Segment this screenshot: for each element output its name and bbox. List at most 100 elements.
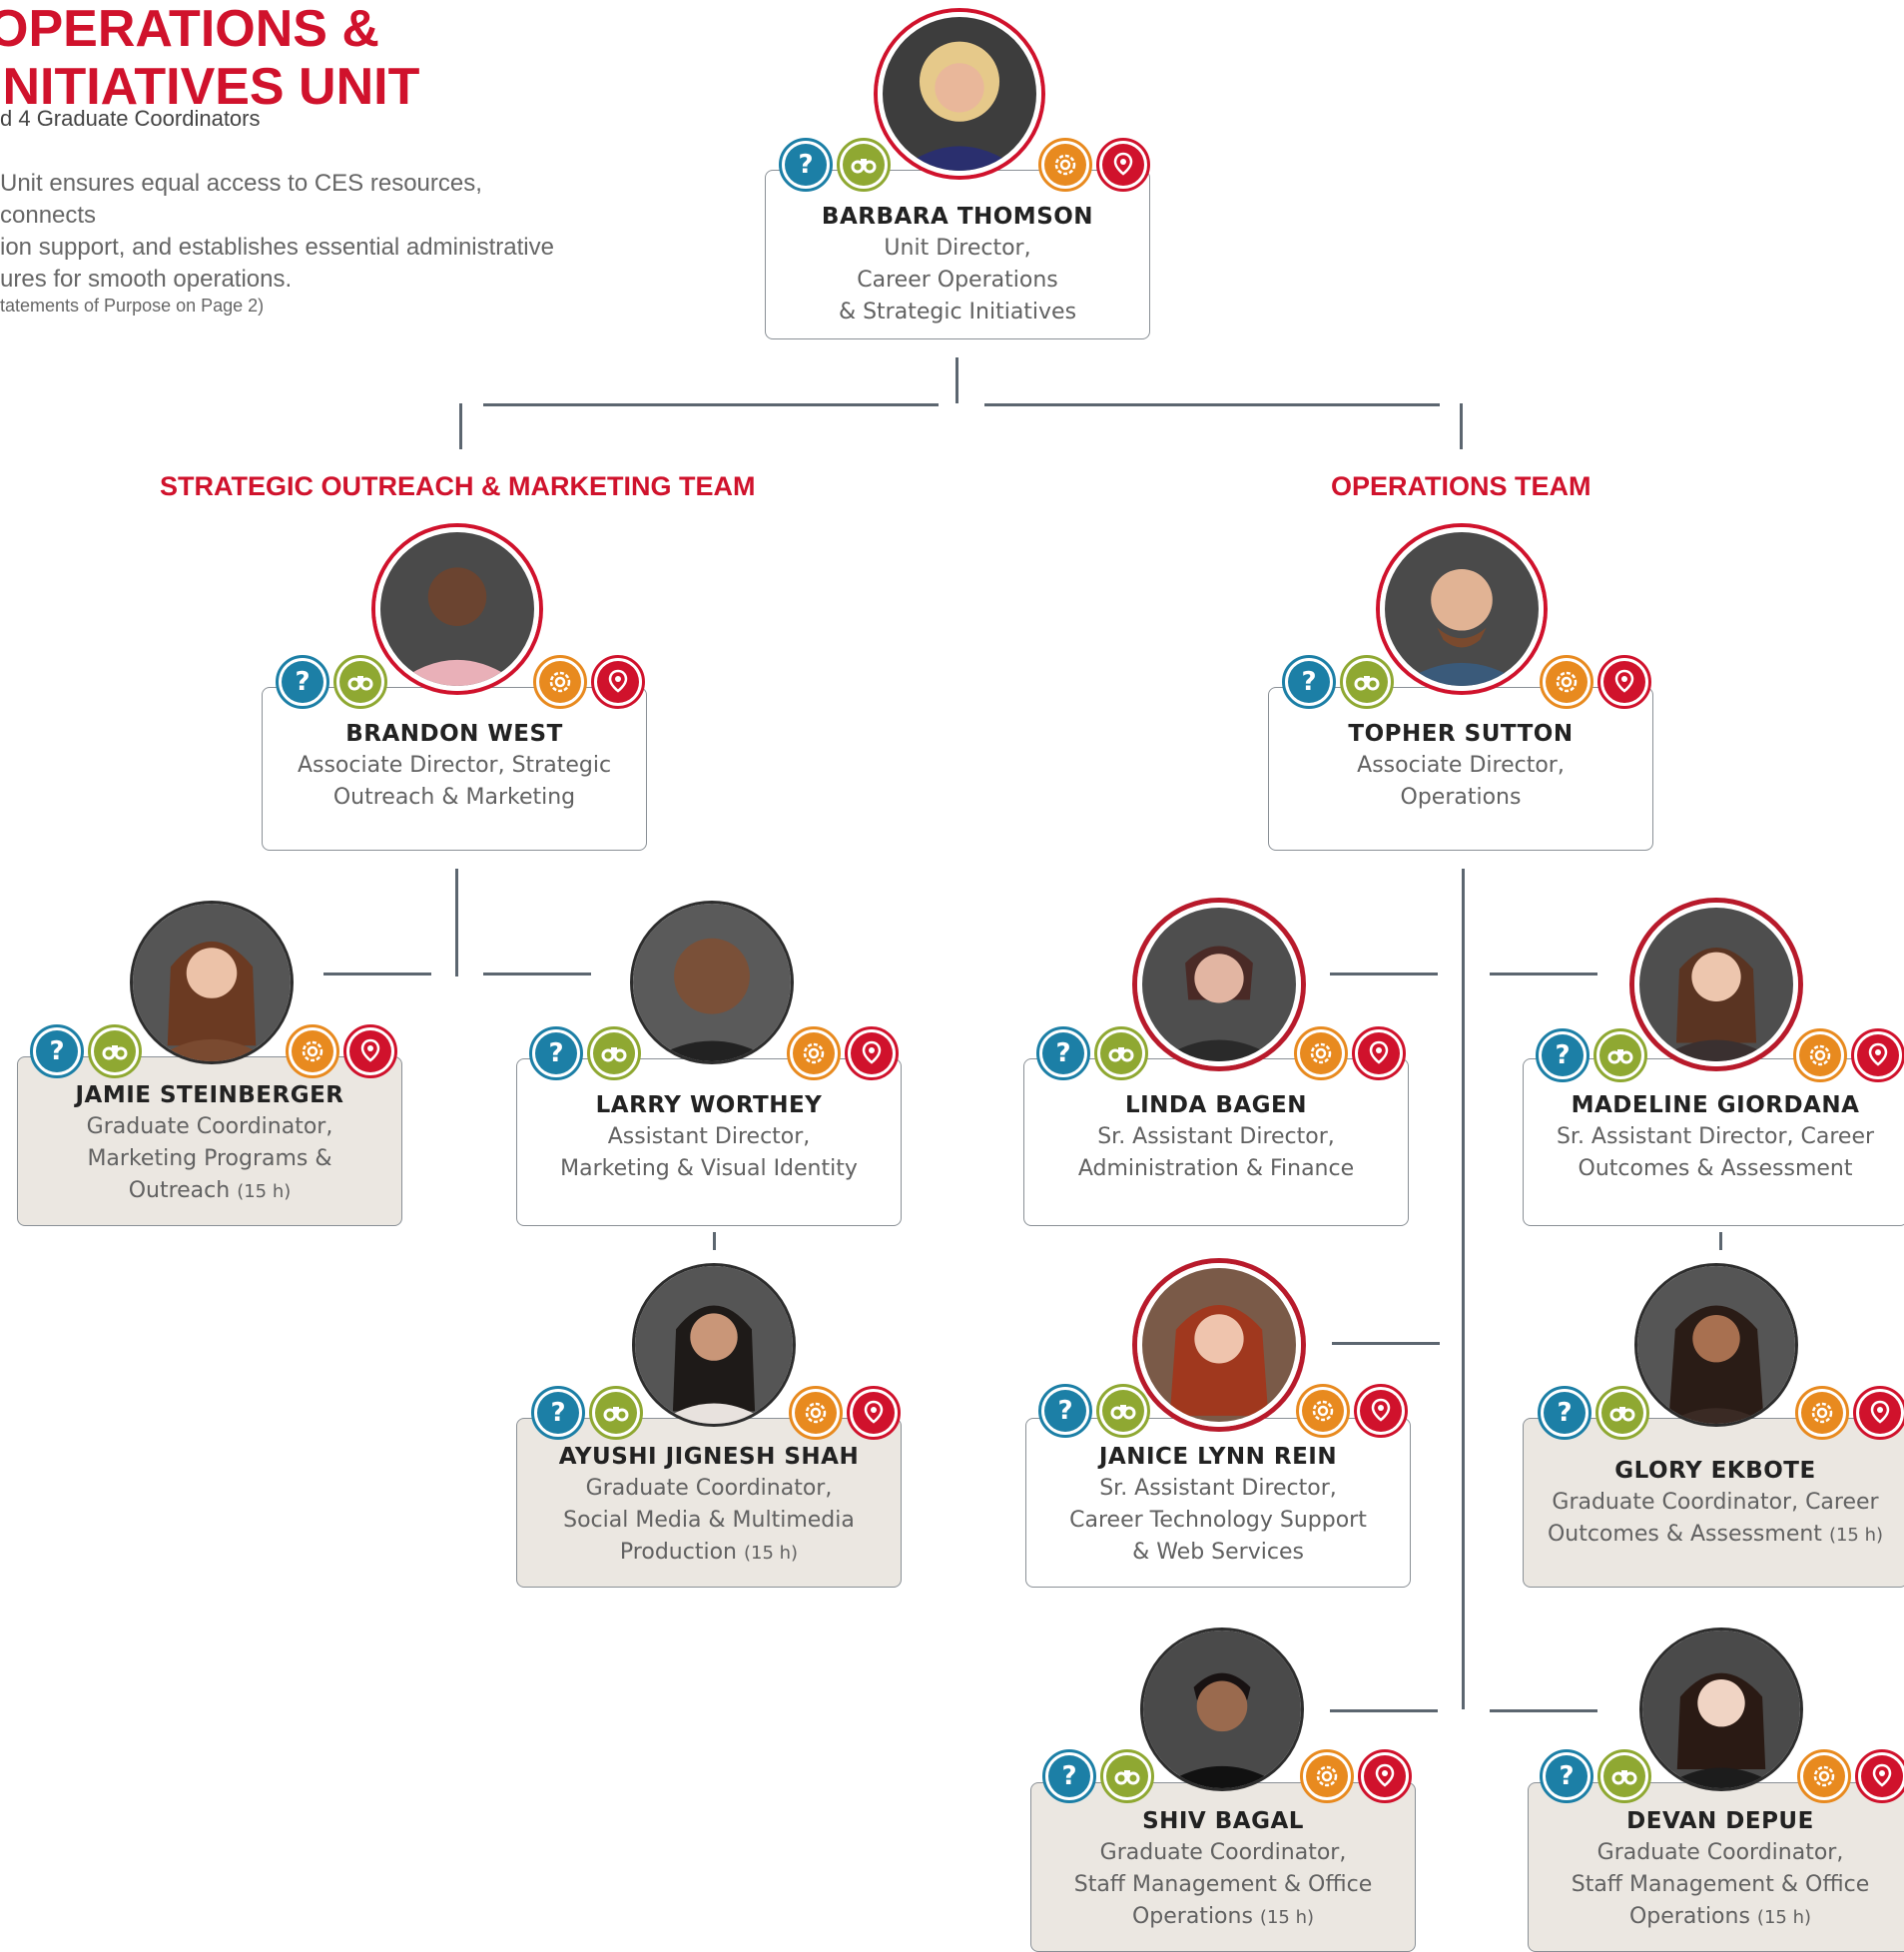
binoculars-icon xyxy=(88,1024,142,1078)
avatar-shiv xyxy=(1140,1627,1304,1791)
target-icon xyxy=(286,1024,339,1078)
person-role: Graduate Coordinator, Social Media & Mul… xyxy=(563,1476,855,1565)
person-card-shiv: SHIV BAGAL Graduate Coordinator, Staff M… xyxy=(1030,1782,1416,1952)
person-name: JAMIE STEINBERGER xyxy=(75,1082,344,1108)
person-name: LINDA BAGEN xyxy=(1124,1092,1308,1118)
target-icon xyxy=(1797,1749,1851,1803)
question-icon: ? xyxy=(1536,1028,1589,1082)
connector-line xyxy=(713,1232,716,1250)
person-role: Graduate Coordinator, Staff Management &… xyxy=(1073,1840,1373,1929)
avatar-larry xyxy=(630,901,794,1064)
question-icon: ? xyxy=(1282,655,1336,709)
connector-line xyxy=(1330,1709,1438,1712)
location-pin-icon xyxy=(1851,1028,1904,1082)
person-card-janice: JANICE LYNN REIN Sr. Assistant Director,… xyxy=(1025,1418,1411,1588)
location-pin-icon xyxy=(1358,1749,1412,1803)
person-card-larry: LARRY WORTHEY Assistant Director, Market… xyxy=(516,1058,902,1226)
team-heading-outreach: STRATEGIC OUTREACH & MARKETING TEAM xyxy=(160,471,756,501)
target-icon xyxy=(1793,1028,1847,1082)
question-icon: ? xyxy=(531,1386,585,1440)
question-icon: ? xyxy=(779,138,833,192)
target-icon xyxy=(1038,138,1092,192)
question-icon: ? xyxy=(30,1024,84,1078)
location-pin-icon xyxy=(1352,1026,1406,1080)
connector-line xyxy=(1330,973,1438,976)
person-role: Sr. Assistant Director, Administration &… xyxy=(1077,1124,1355,1181)
binoculars-icon xyxy=(1094,1026,1148,1080)
hours-label: (15 h) xyxy=(1828,1525,1884,1546)
avatar-madeline xyxy=(1634,903,1798,1066)
target-icon xyxy=(789,1386,843,1440)
person-name: BRANDON WEST xyxy=(345,721,563,747)
connector-line xyxy=(984,403,1440,406)
connector-line xyxy=(455,869,458,976)
binoculars-icon xyxy=(1100,1749,1154,1803)
question-icon: ? xyxy=(276,655,329,709)
location-pin-icon xyxy=(591,655,645,709)
question-icon: ? xyxy=(1038,1384,1092,1438)
person-card-jamie: JAMIE STEINBERGER Graduate Coordinator, … xyxy=(17,1056,402,1226)
person-role: Associate Director, Strategic Outreach &… xyxy=(297,753,612,810)
hours-label: (15 h) xyxy=(1259,1907,1315,1928)
location-pin-icon xyxy=(1853,1386,1904,1440)
person-role: Graduate Coordinator, Staff Management &… xyxy=(1571,1840,1870,1929)
connector-line xyxy=(1460,403,1463,449)
connector-line xyxy=(1490,1709,1597,1712)
person-card-glory: GLORY EKBOTE Graduate Coordinator, Caree… xyxy=(1523,1418,1904,1588)
person-name: AYUSHI JIGNESH SHAH xyxy=(558,1444,860,1470)
connector-line xyxy=(323,973,431,976)
connector-line xyxy=(459,403,462,449)
avatar-topher xyxy=(1380,527,1544,691)
avatar-ayushi xyxy=(632,1263,796,1427)
question-icon: ? xyxy=(1042,1749,1096,1803)
person-name: SHIV BAGAL xyxy=(1142,1808,1304,1834)
person-name: JANICE LYNN REIN xyxy=(1098,1444,1338,1470)
person-card-barbara: BARBARA THOMSON Unit Director, Career Op… xyxy=(765,170,1150,339)
location-pin-icon xyxy=(1354,1384,1408,1438)
binoculars-icon xyxy=(1595,1386,1649,1440)
person-card-linda: LINDA BAGEN Sr. Assistant Director, Admi… xyxy=(1023,1058,1409,1226)
avatar-barbara xyxy=(878,12,1041,176)
target-icon xyxy=(1540,655,1593,709)
target-icon xyxy=(1300,1749,1354,1803)
location-pin-icon xyxy=(1096,138,1150,192)
binoculars-icon xyxy=(587,1026,641,1080)
person-card-brandon: BRANDON WEST Associate Director, Strateg… xyxy=(262,687,647,851)
location-pin-icon xyxy=(343,1024,397,1078)
person-role: Graduate Coordinator, Career Outcomes & … xyxy=(1547,1490,1879,1547)
person-card-topher: TOPHER SUTTON Associate Director, Operat… xyxy=(1268,687,1653,851)
binoculars-icon xyxy=(589,1386,643,1440)
avatar-brandon xyxy=(375,527,539,691)
unit-title: OPERATIONS & INITIATIVES UNIT xyxy=(0,0,420,116)
location-pin-icon xyxy=(845,1026,899,1080)
binoculars-icon xyxy=(837,138,891,192)
hours-label: (15 h) xyxy=(743,1543,799,1564)
person-role: Graduate Coordinator, Marketing Programs… xyxy=(86,1114,333,1203)
connector-line xyxy=(955,357,958,403)
location-pin-icon xyxy=(1597,655,1651,709)
person-role: Associate Director, Operations xyxy=(1357,753,1565,810)
person-card-devan: DEVAN DEPUE Graduate Coordinator, Staff … xyxy=(1528,1782,1904,1952)
hours-label: (15 h) xyxy=(1756,1907,1812,1928)
hours-label: (15 h) xyxy=(237,1181,292,1202)
connector-line xyxy=(1462,869,1465,1709)
connector-line xyxy=(1490,973,1597,976)
binoculars-icon xyxy=(333,655,387,709)
person-role: Sr. Assistant Director, Career Technolog… xyxy=(1069,1476,1367,1565)
unit-subtitle: d 4 Graduate Coordinators xyxy=(0,106,261,131)
person-name: MADELINE GIORDANA xyxy=(1571,1092,1860,1118)
avatar-linda xyxy=(1137,903,1301,1066)
avatar-glory xyxy=(1634,1263,1798,1427)
person-role: Unit Director, Career Operations & Strat… xyxy=(838,236,1077,325)
person-card-madeline: MADELINE GIORDANA Sr. Assistant Director… xyxy=(1523,1058,1904,1226)
avatar-jamie xyxy=(130,901,294,1064)
question-icon: ? xyxy=(529,1026,583,1080)
question-icon: ? xyxy=(1540,1749,1593,1803)
unit-description: Unit ensures equal access to CES resourc… xyxy=(0,170,554,293)
connector-line xyxy=(483,403,939,406)
connector-line xyxy=(1719,1232,1722,1250)
unit-note: tatements of Purpose on Page 2) xyxy=(0,296,265,316)
binoculars-icon xyxy=(1597,1749,1651,1803)
avatar-janice xyxy=(1137,1263,1301,1427)
person-name: LARRY WORTHEY xyxy=(595,1092,823,1118)
